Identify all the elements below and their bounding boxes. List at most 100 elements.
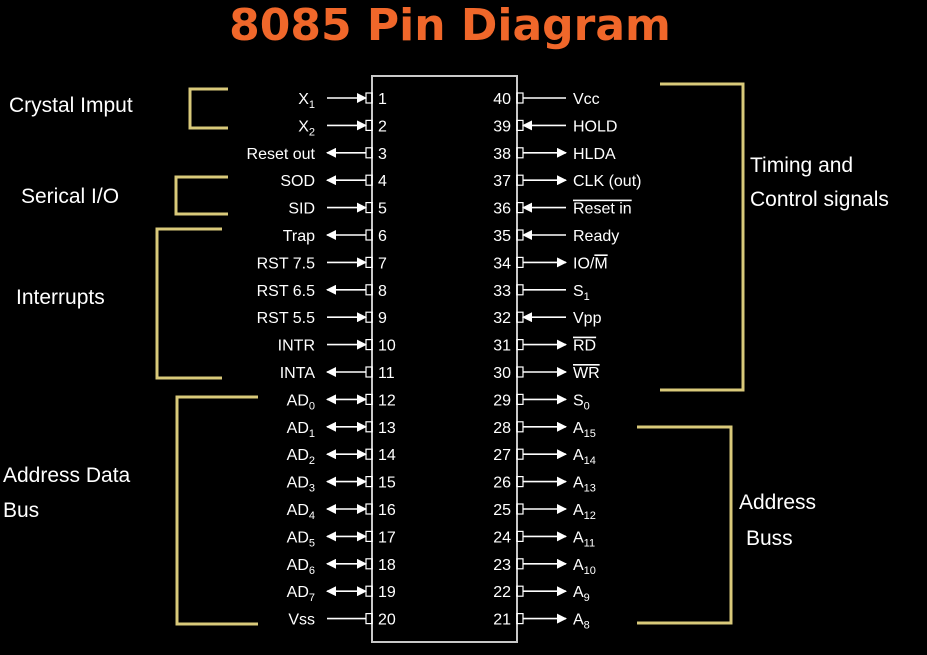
pin-33-number: 33: [493, 283, 511, 300]
pin-4-lead: [365, 174, 373, 186]
pin-33-label: S1: [573, 283, 590, 303]
serial-io-label: Serical I/O: [21, 185, 119, 208]
pin-25: 25 A12: [493, 502, 596, 522]
pin-1-lead: [365, 92, 373, 104]
pin-19-lead: [365, 585, 373, 597]
pin-15-label: AD3: [287, 475, 315, 495]
pin-10: INTR 10: [278, 338, 396, 355]
pin-11-number: 11: [378, 365, 395, 382]
pin-5-label: SID: [288, 201, 315, 218]
pin-1-number: 1: [378, 91, 387, 108]
pin-26-label: A13: [573, 475, 596, 495]
timing-control-label-2: Control signals: [750, 188, 889, 211]
pin-19-label: AD7: [287, 584, 315, 604]
pin-14: AD2 14: [287, 447, 396, 467]
pin-11-label: INTA: [280, 365, 316, 382]
interrupts-bracket: [155, 227, 222, 380]
pin-20-lead: [365, 612, 373, 625]
pin-23-number: 23: [493, 557, 511, 574]
pin-40: 40 Vcc: [493, 91, 599, 108]
pin-17-label: AD5: [287, 529, 315, 549]
pin-34-label: IO/M: [573, 255, 608, 272]
pin-15: AD3 15: [287, 475, 396, 495]
pin-24-number: 24: [493, 529, 511, 546]
pin-22-label: A9: [573, 584, 590, 604]
pin-17-lead: [365, 530, 373, 543]
pin-25-number: 25: [493, 502, 511, 519]
pin-31-label: RD: [573, 338, 596, 355]
pin-32-label: Vpp: [573, 310, 602, 327]
pin-4-label: SOD: [280, 173, 315, 190]
pin-6-lead: [365, 229, 373, 241]
pin-10-label: INTR: [278, 338, 315, 355]
address-bus-label-1: Address: [739, 491, 816, 514]
pin-14-label: AD2: [287, 447, 315, 467]
pin-23: 23 A10: [493, 557, 596, 577]
pin-12-lead: [365, 393, 373, 405]
pin-15-lead: [365, 476, 373, 488]
pin-10-lead: [365, 339, 373, 351]
pin-17-number: 17: [378, 529, 396, 546]
pin-10-number: 10: [378, 338, 396, 355]
pin-22-number: 22: [493, 584, 511, 601]
group-brackets: [155, 82, 745, 626]
pin-30-number: 30: [493, 365, 511, 382]
pin-16-number: 16: [378, 502, 396, 519]
address-bus-label-2: Buss: [746, 527, 793, 550]
pin-40-number: 40: [493, 91, 511, 108]
pin-7-number: 7: [378, 255, 387, 272]
pin-35-label: Ready: [573, 228, 619, 245]
pin-39-number: 39: [493, 118, 511, 135]
pin-9-label: RST 5.5: [257, 310, 316, 327]
pin-5-number: 5: [378, 201, 387, 218]
pin-40-label: Vcc: [573, 91, 600, 108]
pin-23-label: A10: [573, 557, 596, 577]
pin-29-number: 29: [493, 392, 511, 409]
pin-38-label: HLDA: [573, 146, 616, 163]
pin-5: SID 5: [288, 201, 387, 218]
pin-2-label: X2: [298, 118, 315, 138]
pin-14-lead: [365, 448, 373, 460]
timing-bracket: [660, 82, 745, 392]
pin-28-label: A15: [573, 420, 596, 440]
pin-14-number: 14: [378, 447, 396, 464]
pin-5-lead: [365, 202, 373, 214]
pin-21-number: 21: [493, 612, 511, 629]
pin-37-number: 37: [493, 173, 511, 190]
pin-25-label: A12: [573, 502, 596, 522]
diagram-title: 8085 Pin Diagram: [229, 0, 671, 51]
pin-11-lead: [365, 366, 373, 378]
pin-12-label: AD0: [287, 392, 315, 412]
pin-27-number: 27: [493, 447, 511, 464]
pin-15-number: 15: [378, 475, 396, 492]
pin-3-label: Reset out: [247, 146, 316, 163]
pin-2-number: 2: [378, 118, 387, 135]
crystal-input-label: Crystal Imput: [9, 94, 133, 117]
pin-32-number: 32: [493, 310, 511, 327]
pin-9-lead: [365, 311, 373, 323]
pin-31-number: 31: [493, 338, 511, 355]
serial-bracket: [174, 175, 228, 216]
pin-18-label: AD6: [287, 557, 315, 577]
pin-2: X2 2: [298, 118, 387, 138]
